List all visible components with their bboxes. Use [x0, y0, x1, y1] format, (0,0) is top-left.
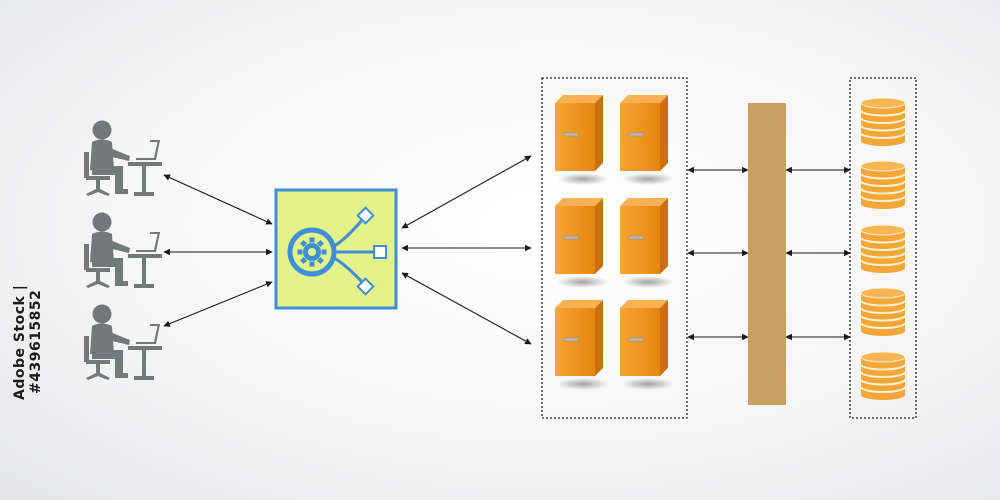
database-group: [849, 77, 917, 419]
server-tower-icon: [620, 300, 674, 390]
database-cylinder-icon: [860, 287, 906, 336]
server-tower-icon: [620, 95, 674, 185]
user-group: [84, 120, 162, 380]
database-cluster-border: [849, 77, 917, 419]
gear-network-icon: [287, 206, 387, 296]
user-at-desk-icon: [84, 304, 162, 380]
double-arrow-connector: [401, 272, 532, 345]
server-cluster-border: [541, 77, 688, 419]
data-bus: [748, 103, 786, 405]
double-arrow-connector: [163, 281, 273, 327]
server-tower-icon: [555, 198, 609, 288]
server-tower-icon: [620, 198, 674, 288]
server-group: [541, 77, 688, 419]
connector-lines: [163, 155, 851, 345]
user-at-desk-icon: [84, 212, 162, 288]
bus-bar: [748, 103, 786, 405]
user-at-desk-icon: [84, 120, 162, 196]
double-arrow-connector: [401, 155, 532, 229]
server-tower-icon: [555, 300, 609, 390]
database-cylinder-icon: [860, 351, 906, 400]
database-cylinder-icon: [860, 97, 906, 146]
database-cylinder-icon: [860, 160, 906, 209]
database-cylinder-icon: [860, 224, 906, 273]
server-tower-icon: [555, 95, 609, 185]
double-arrow-connector: [163, 174, 273, 225]
load-balancer: [274, 188, 398, 310]
